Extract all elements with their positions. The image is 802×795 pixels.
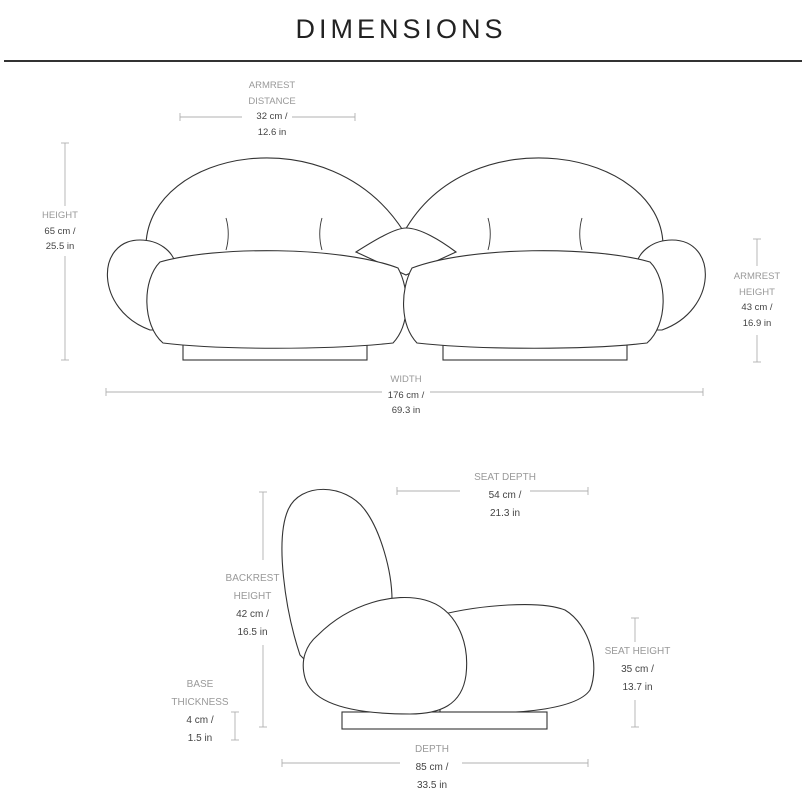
front-dimension-lines [61,113,761,396]
side-dimension-lines [231,487,639,767]
sofa-front-view [106,157,706,361]
page-title: DIMENSIONS [295,14,507,44]
seam-line [319,217,323,251]
armrest-height-label: ARMREST HEIGHT 43 cm / 16.9 in [733,271,781,329]
right-seat-cushion [403,250,664,349]
backrest-height-label: BACKREST HEIGHT 42 cm / 16.5 in [225,573,280,638]
width-label: WIDTH 176 cm / 69.3 in [387,374,425,416]
seam-line [487,217,491,251]
left-seat-cushion [146,250,407,349]
height-label: HEIGHT 65 cm / 25.5 in [42,210,78,252]
seat-depth-label: SEAT DEPTH 54 cm / 21.3 in [474,472,536,519]
armrest-distance-label: ARMREST DISTANCE 32 cm / 12.6 in [248,80,296,138]
side-front-cushion [302,597,468,715]
header-divider [4,60,802,62]
seam-line [225,217,229,251]
seam-line [579,217,583,251]
sofa-side-view [281,488,595,730]
seat-height-label: SEAT HEIGHT 35 cm / 13.7 in [604,646,671,693]
side-base [341,711,548,730]
depth-label: DEPTH 85 cm / 33.5 in [415,744,449,791]
header: DIMENSIONS [0,0,802,62]
base-thickness-label: BASE THICKNESS 4 cm / 1.5 in [171,679,229,744]
left-backrest [145,157,405,266]
right-backrest [403,157,664,266]
